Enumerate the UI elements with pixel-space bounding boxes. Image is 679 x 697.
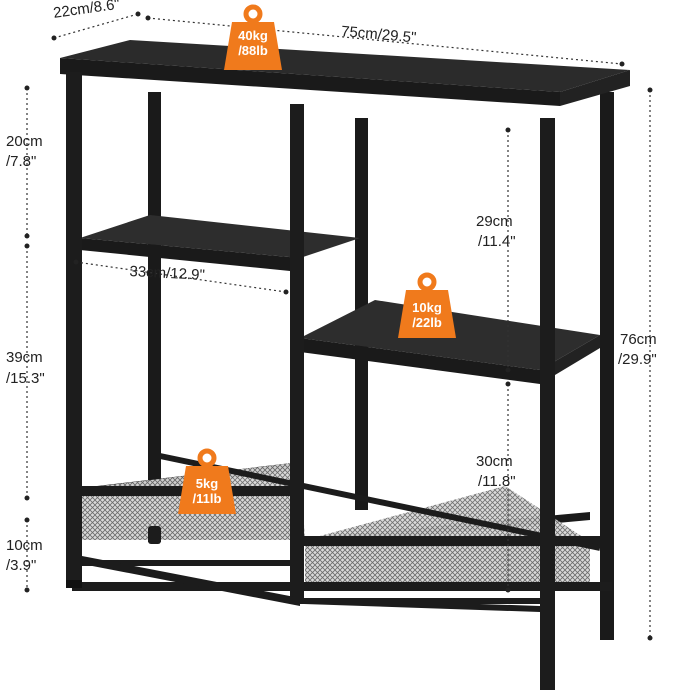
weight-icon (398, 272, 456, 338)
shelf-width-label: 33cm/12.9" (129, 262, 206, 284)
weight-icon (178, 448, 236, 514)
table-top (60, 40, 630, 106)
weight-icon (224, 4, 282, 70)
height-cm-label: 76cm (620, 331, 657, 348)
top-gap-cm-label: 20cm (6, 133, 43, 150)
middle-weight-badge: 10kg /22lb (396, 272, 458, 338)
middle-weight-kg: 10kg (412, 300, 442, 315)
top-weight-lb: /88lb (238, 43, 268, 58)
bottom-weight-badge: 5kg /11lb (176, 448, 238, 514)
lower-right-gap-in-label: /11.8" (478, 473, 516, 490)
front-frame (66, 72, 555, 690)
bottom-gap-in-label: /3.9" (6, 557, 37, 574)
lower-right-gap-cm-label: 30cm (476, 453, 513, 470)
middle-gap-in-label: /15.3" (6, 370, 45, 387)
top-weight-badge: 40kg /88lb (222, 4, 284, 70)
height-in-label: /29.9" (618, 351, 657, 368)
middle-weight-lb: /22lb (412, 315, 442, 330)
dimension-lines (24, 11, 653, 641)
bottom-weight-kg: 5kg (195, 476, 219, 491)
back-frame (148, 92, 614, 640)
middle-gap-cm-label: 39cm (6, 349, 43, 366)
upper-left-shelf (80, 215, 360, 272)
top-weight-kg: 40kg (238, 28, 268, 43)
bottom-weight-lb: /11lb (192, 491, 222, 506)
bottom-gap-cm-label: 10cm (6, 537, 43, 554)
upper-right-gap-in-label: /11.4" (478, 233, 516, 250)
upper-right-gap-cm-label: 29cm (476, 213, 513, 230)
top-gap-in-label: /7.8" (6, 153, 37, 170)
